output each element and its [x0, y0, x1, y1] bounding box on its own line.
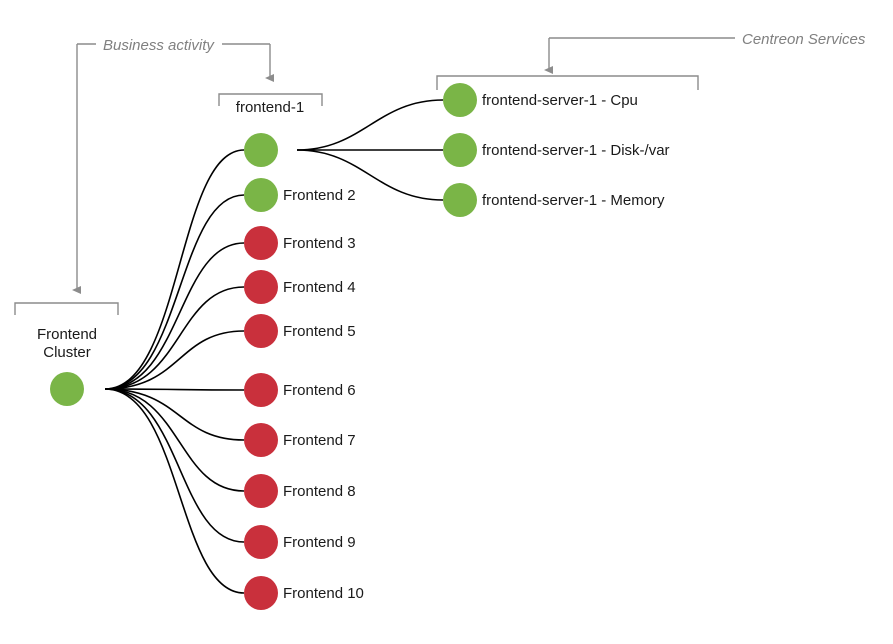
edge-frontend1-to-svc-cpu	[296, 99, 444, 151]
edge-cluster-to-frontend-6	[104, 388, 245, 391]
frontend-1-bracket-label: frontend-1	[236, 99, 304, 116]
service-label-svc-memory: frontend-server-1 - Memory	[482, 192, 665, 209]
frontend-node-frontend-9[interactable]	[244, 525, 278, 559]
frontend-cluster-bracket-label: Cluster	[43, 344, 91, 361]
service-label-svc-disk-var: frontend-server-1 - Disk-/var	[482, 142, 670, 159]
edge-cluster-to-frontend-8	[104, 388, 245, 492]
frontend-label-frontend-7: Frontend 7	[283, 432, 356, 449]
frontend-node-frontend-6[interactable]	[244, 373, 278, 407]
frontend-node-frontend-1[interactable]	[244, 133, 278, 167]
edge-frontend1-to-svc-memory	[296, 149, 444, 201]
edge-cluster-to-frontend-1	[104, 149, 245, 390]
edge-cluster-to-frontend-2	[104, 194, 245, 390]
frontend-label-frontend-6: Frontend 6	[283, 382, 356, 399]
frontend-node-frontend-5[interactable]	[244, 314, 278, 348]
edge-cluster-to-frontend-4	[104, 286, 245, 390]
edge-cluster-to-frontend-5	[104, 330, 245, 390]
centreon-services-label: Centreon Services	[742, 31, 866, 48]
centreon-services-bracket	[436, 75, 699, 90]
frontend-cluster-bracket	[14, 302, 119, 315]
frontend-node-frontend-10[interactable]	[244, 576, 278, 610]
frontend-node-frontend-3[interactable]	[244, 226, 278, 260]
frontend-label-frontend-3: Frontend 3	[283, 235, 356, 252]
cluster-node-frontend-cluster[interactable]	[50, 372, 84, 406]
service-node-svc-memory[interactable]	[443, 183, 477, 217]
node-label-group: Frontend 2 Frontend 3 Frontend 4 Frontend 5…	[283, 92, 670, 602]
service-node-svc-cpu[interactable]	[443, 83, 477, 117]
frontend-label-frontend-8: Frontend 8	[283, 483, 356, 500]
frontend-1-bracket	[218, 93, 323, 106]
node-group	[50, 83, 477, 610]
frontend-node-frontend-2[interactable]	[244, 178, 278, 212]
service-node-svc-disk-var[interactable]	[443, 133, 477, 167]
business-activity-label: Business activity	[103, 37, 215, 54]
service-label-svc-cpu: frontend-server-1 - Cpu	[482, 92, 638, 109]
edge-cluster-to-frontend-9	[104, 388, 245, 543]
frontend-label-frontend-10: Frontend 10	[283, 585, 364, 602]
edge-cluster-to-frontend-7	[104, 388, 245, 441]
edge-cluster-to-frontend-3	[104, 242, 245, 390]
frontend-node-frontend-7[interactable]	[244, 423, 278, 457]
frontend-node-frontend-8[interactable]	[244, 474, 278, 508]
annotation-group: Business activity Centreon Services	[72, 31, 866, 294]
frontend-label-frontend-2: Frontend 2	[283, 187, 356, 204]
frontend-node-frontend-4[interactable]	[244, 270, 278, 304]
edges-cluster-to-frontends	[104, 149, 245, 594]
edge-cluster-to-frontend-10	[104, 388, 245, 594]
edges-frontend1-to-services	[296, 99, 444, 201]
frontend-cluster-bracket-label: Frontend	[37, 326, 97, 343]
frontend-label-frontend-4: Frontend 4	[283, 279, 356, 296]
frontend-label-frontend-9: Frontend 9	[283, 534, 356, 551]
frontend-label-frontend-5: Frontend 5	[283, 323, 356, 340]
